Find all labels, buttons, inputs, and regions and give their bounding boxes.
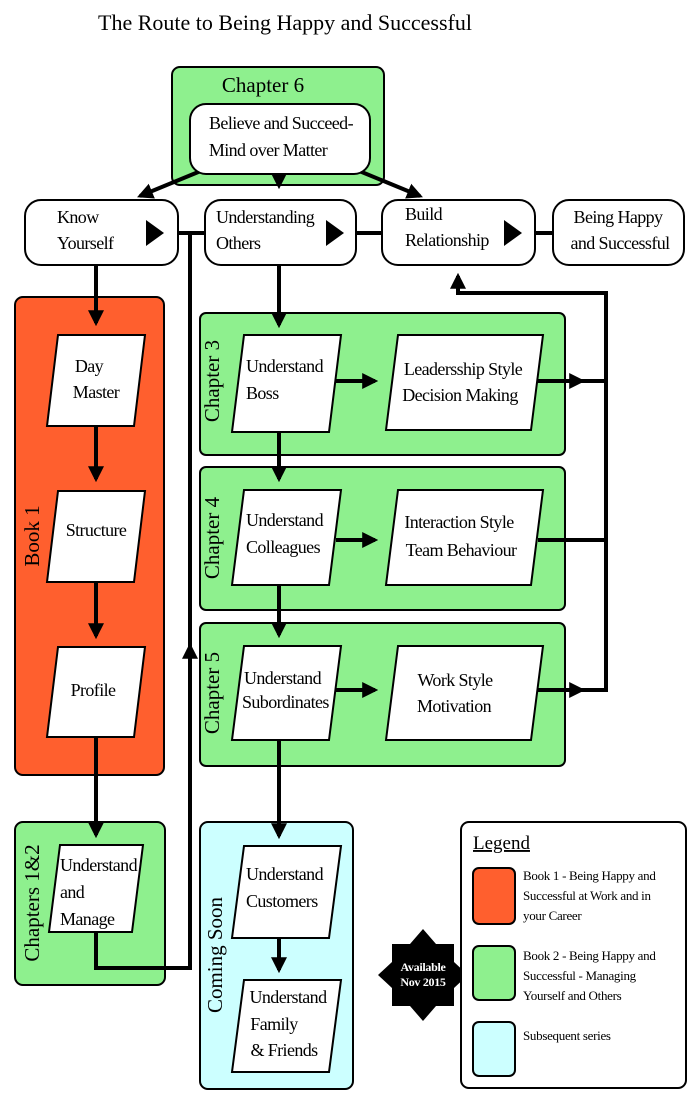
understand-customers-box: [230, 845, 343, 939]
understand-subordinates-box: [230, 645, 343, 741]
legend-item2-line1: Book 2 - Being Happy and: [523, 948, 656, 963]
legend-swatch-book2: [472, 945, 516, 1001]
coming-soon-label: Coming Soon: [203, 896, 227, 1013]
work-style-line2: Motivation: [417, 696, 492, 716]
understand-family-line1: Understand: [250, 987, 328, 1007]
connector-ch6-know: [137, 166, 209, 199]
play-icon: [146, 220, 164, 246]
happy-successful-line1: Being Happy: [574, 207, 663, 227]
work-style-line1: Work Style: [417, 670, 493, 690]
interaction-style-box: [384, 489, 545, 586]
understand-manage-line1: Understand: [60, 855, 138, 875]
understand-manage-box: [47, 844, 145, 933]
legend-frame: [460, 821, 687, 1089]
day-master-line2: Master: [73, 382, 120, 402]
understand-colleagues-line1: Understand: [246, 510, 324, 530]
available-badge: Available Nov 2015: [378, 929, 468, 1021]
understand-manage-line3: Manage: [60, 909, 115, 929]
know-yourself-box: [24, 199, 179, 266]
understand-subordinates-line2: Subordinates: [242, 692, 329, 712]
understand-family-box: [230, 979, 343, 1073]
understand-boss-box: [230, 334, 343, 433]
badge-line2: Nov 2015: [400, 975, 446, 989]
chapter4-label: Chapter 4: [200, 496, 224, 579]
connector-ch6-build: [351, 166, 423, 199]
play-icon: [326, 220, 344, 246]
profile-box: [45, 646, 147, 738]
believe-succeed-box: [189, 103, 371, 175]
legend-item3-line1: Subsequent series: [523, 1028, 611, 1043]
legend-item2-line2: Successful - Managing: [523, 968, 637, 983]
interaction-style-line1: Interaction Style: [404, 512, 514, 532]
book1-label: Book 1: [20, 505, 44, 566]
interaction-style-line2: Team Behaviour: [406, 540, 517, 560]
legend: Legend Book 1 - Being Happy and Successf…: [460, 821, 687, 1089]
understand-family-line2: Family: [250, 1014, 298, 1034]
chapter5-label: Chapter 5: [200, 652, 224, 734]
connectors: [88, 166, 608, 974]
believe-succeed-line2: Mind over Matter: [209, 140, 328, 160]
legend-item1-line1: Book 1 - Being Happy and: [523, 868, 656, 883]
chapter3-label: Chapter 3: [200, 340, 224, 422]
build-relationship-line2: Relationship: [405, 230, 489, 250]
chapter6-label: Chapter 6: [222, 73, 304, 97]
understand-family-line3: & Friends: [250, 1040, 318, 1060]
diagram-title: The Route to Being Happy and Successful: [98, 10, 472, 35]
understand-colleagues-line2: Colleagues: [246, 537, 321, 557]
structure-box: [45, 490, 147, 583]
legend-swatch-book1: [472, 867, 516, 925]
legend-title: Legend: [473, 833, 530, 854]
badge-line1: Available: [400, 960, 446, 974]
understanding-others-line2: Others: [216, 233, 261, 253]
believe-succeed-line1: Believe and Succeed-: [209, 113, 354, 133]
legend-item1-line2: Successful at Work and in: [523, 888, 651, 903]
legend-item1-line3: your Career: [523, 908, 582, 923]
understand-customers-line2: Customers: [246, 891, 318, 911]
chapters12-label: Chapters 1&2: [20, 844, 44, 961]
know-yourself-line1: Know: [57, 207, 99, 227]
play-icon: [504, 220, 522, 246]
understand-colleagues-box: [230, 489, 343, 586]
understanding-others-box: [204, 199, 357, 266]
know-yourself-line2: Yourself: [57, 233, 114, 253]
understand-boss-line2: Boss: [246, 383, 279, 403]
happy-successful-line2: and Successful: [570, 233, 670, 253]
build-relationship-box: [381, 199, 536, 266]
build-relationship-line1: Build: [405, 204, 443, 224]
happy-successful-box: [552, 199, 685, 266]
badge-star-shape: [378, 929, 468, 1021]
work-style-box: [384, 645, 545, 741]
understand-subordinates-line1: Understand: [244, 668, 322, 688]
connector-manage-loop: [94, 650, 192, 970]
legend-item2-line3: Yourself and Others: [523, 988, 622, 1003]
day-master-line1: Day: [75, 356, 104, 376]
structure-line1: Structure: [66, 520, 127, 540]
profile-line1: Profile: [71, 680, 116, 700]
leadership-style-line1: Leadersship Style: [404, 359, 523, 379]
understand-manage-line2: and: [60, 882, 85, 902]
connector-loop-upper: [178, 231, 192, 650]
understand-boss-line1: Understand: [246, 356, 324, 376]
understand-customers-line1: Understand: [246, 864, 324, 884]
leadership-style-line2: Decision Making: [402, 385, 518, 405]
understanding-others-line1: Understanding: [216, 207, 315, 227]
day-master-box: [45, 334, 147, 427]
leadership-style-box: [384, 334, 545, 431]
legend-swatch-subsequent: [472, 1021, 516, 1077]
